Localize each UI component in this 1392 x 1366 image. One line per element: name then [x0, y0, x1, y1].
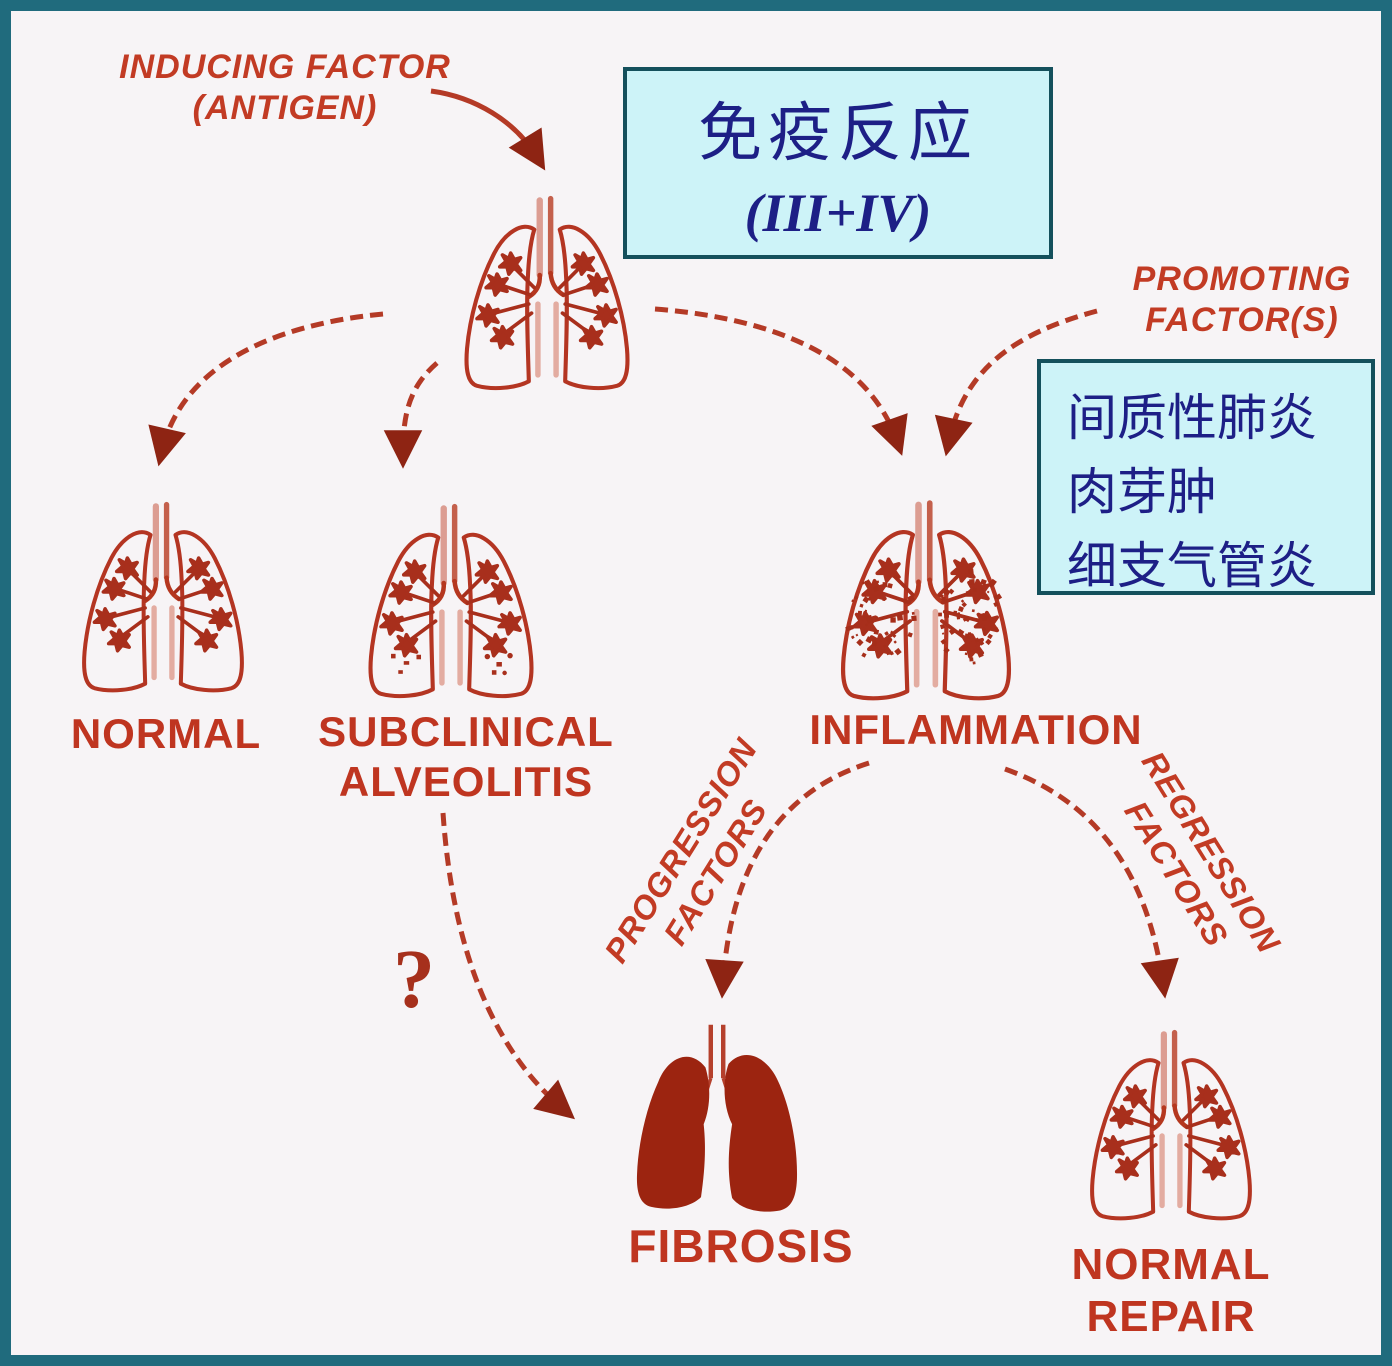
edge-progression-to-fibrosis	[705, 760, 870, 999]
node-label-subclinical-alveolitis: SUBCLINICAL ALVEOLITIS	[311, 707, 621, 806]
lung-inflammation-icon	[823, 499, 1029, 715]
inducing-factor-label: INDUCING FACTOR (ANTIGEN)	[89, 47, 481, 129]
promoting-factor-line1: PROMOTING	[1132, 260, 1352, 298]
immune-response-title: 免疫反应	[698, 98, 978, 169]
node-label-normal: NORMAL	[70, 710, 262, 757]
edge-inducing-to-lung	[430, 88, 546, 171]
question-mark: ?	[393, 933, 435, 1026]
edge-promoting-to-inflammation	[934, 308, 1098, 457]
alveolitis-dots	[391, 652, 513, 676]
lung-normal-icon	[65, 501, 261, 706]
arrows-overlay	[148, 88, 1179, 1120]
disease-item-interstitial-pneumonia: 间质性肺炎	[1067, 390, 1317, 446]
disease-list-box: 间质性肺炎 肉芽肿 细支气管炎	[1037, 359, 1375, 595]
edge-lung-to-inflammation	[654, 306, 908, 456]
edge-subclinical-to-fibrosis	[440, 812, 575, 1120]
promoting-factor-label: PROMOTING FACTOR(S)	[1103, 259, 1381, 341]
lung-subclinical-alveolitis-icon	[351, 503, 551, 712]
subclinical-line2: ALVEOLITIS	[338, 757, 594, 805]
inducing-factor-line1: INDUCING FACTOR	[119, 48, 451, 86]
inflammation-dots	[845, 568, 1003, 665]
node-label-inflammation: INFLAMMATION	[809, 706, 1143, 753]
normal-repair-line2: REPAIR	[1086, 1291, 1256, 1341]
lung-exposed-icon	[447, 195, 647, 404]
edge-to-normal	[148, 311, 384, 467]
normal-repair-line1: NORMAL	[1071, 1240, 1271, 1289]
immune-response-box: 免疫反应 (III+IV)	[623, 67, 1053, 259]
subclinical-line1: SUBCLINICAL	[318, 708, 614, 755]
node-label-normal-repair: NORMAL REPAIR	[1041, 1239, 1301, 1343]
promoting-factor-line2: FACTOR(S)	[1145, 300, 1339, 339]
disease-item-bronchiolitis: 细支气管炎	[1067, 538, 1317, 594]
lung-fibrosis-icon	[619, 1023, 815, 1214]
edge-to-subclinical	[383, 361, 439, 469]
node-label-fibrosis: FIBROSIS	[628, 1220, 854, 1272]
inducing-factor-line2: (ANTIGEN)	[192, 88, 378, 127]
lung-normal-repair-icon	[1073, 1029, 1269, 1234]
immune-response-types: (III+IV)	[744, 183, 932, 243]
disease-item-granuloma: 肉芽肿	[1067, 464, 1217, 520]
